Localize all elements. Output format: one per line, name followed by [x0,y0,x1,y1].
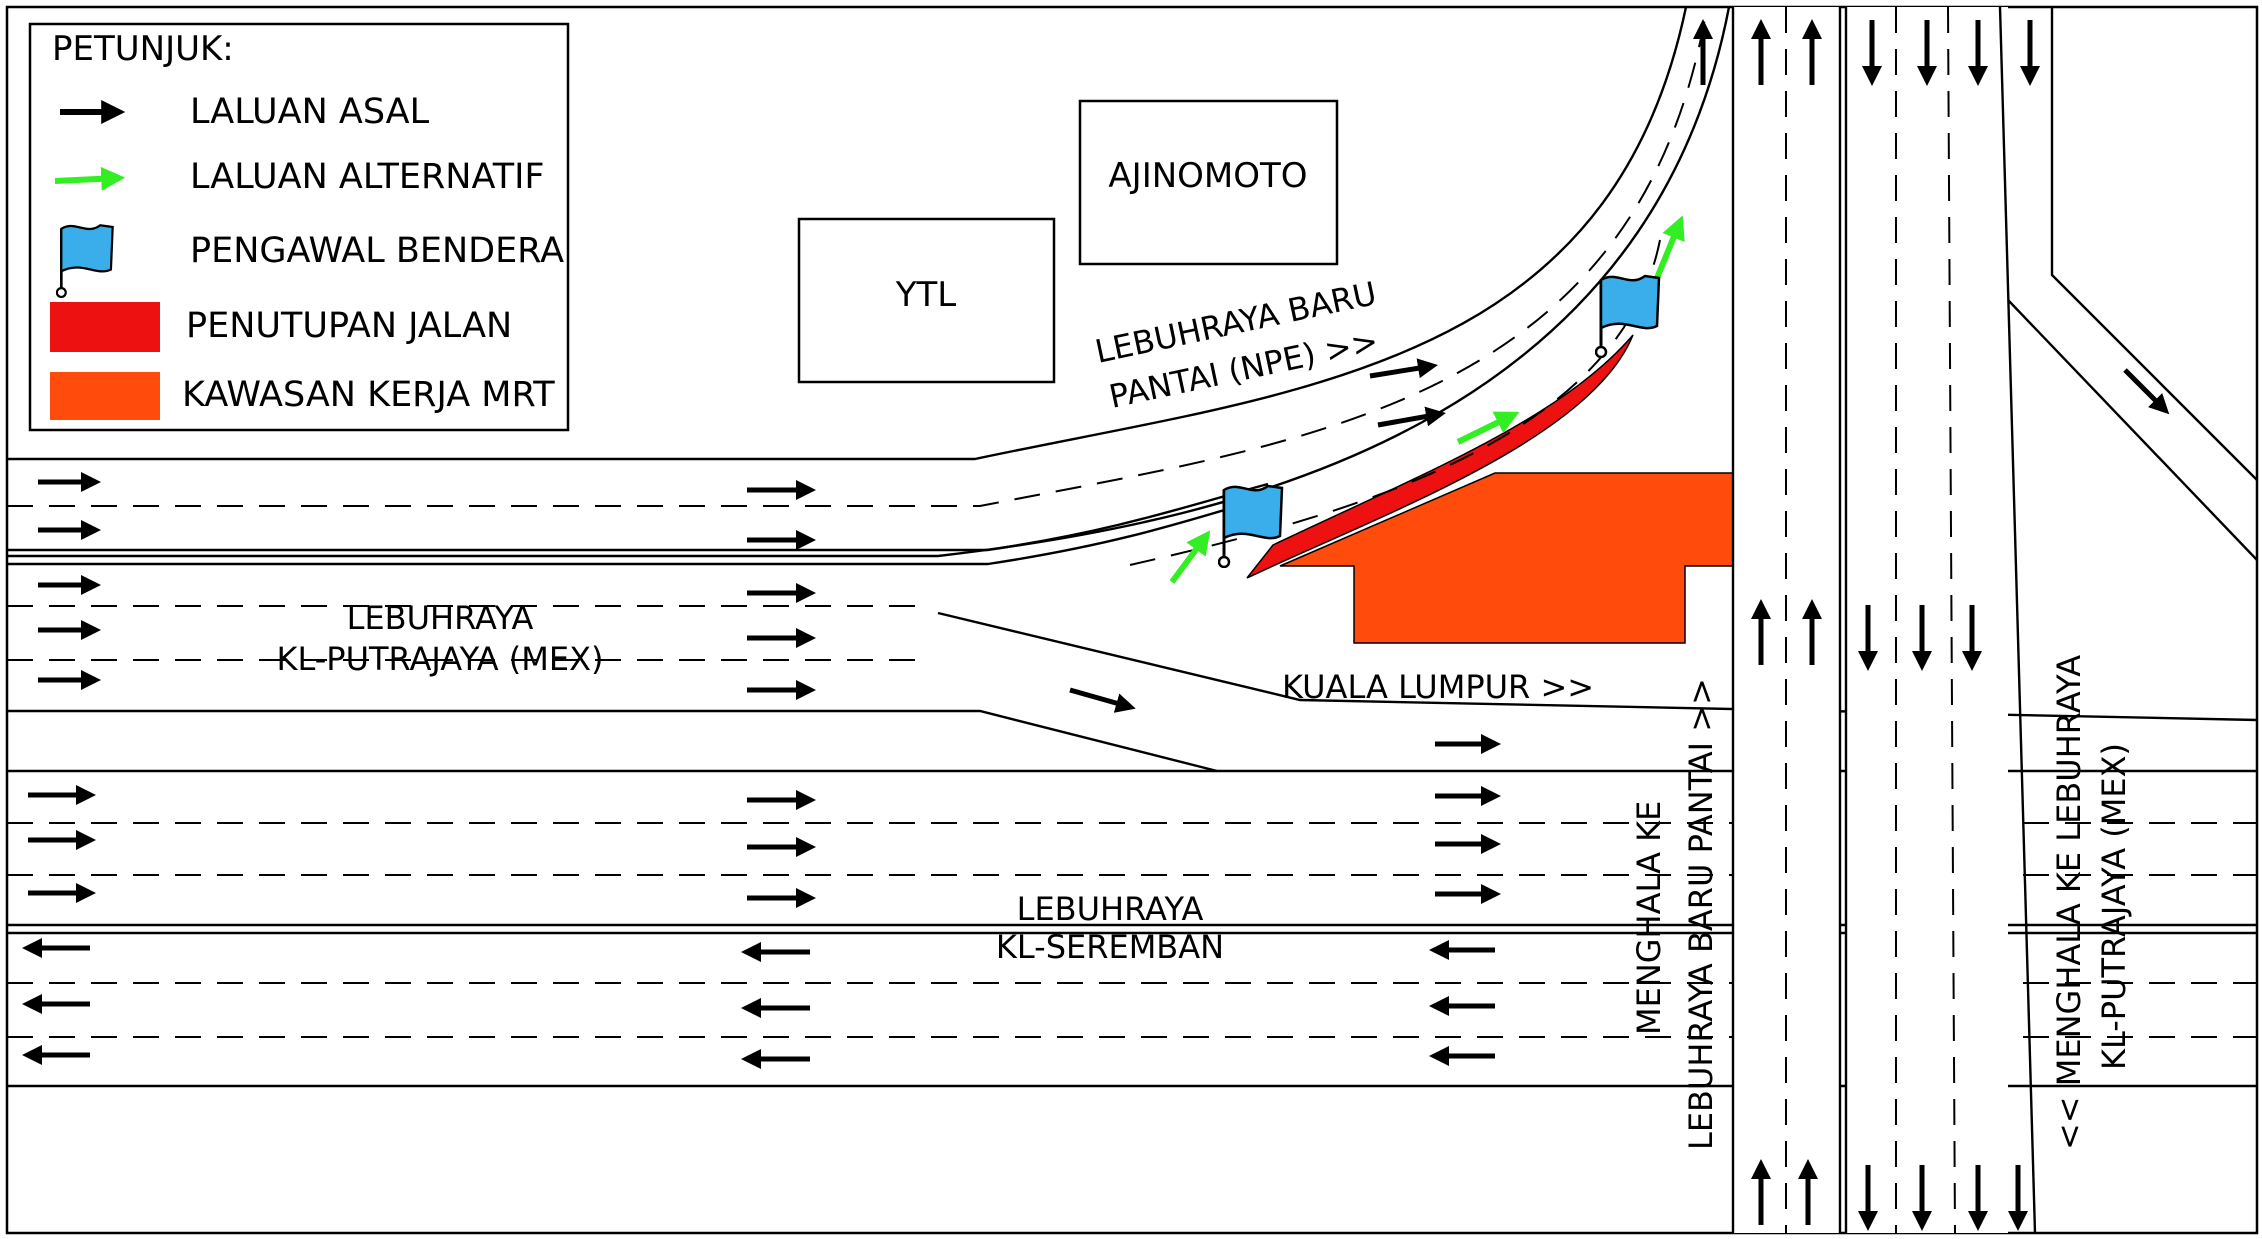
npe-road [7,6,1731,566]
legend-title: PETUNJUK: [52,29,234,69]
seremban-label-line2: KL-SEREMBAN [996,928,1224,966]
ajinomoto-label: AJINOMOTO [1108,156,1307,196]
seremban-label-line1: LEBUHRAYA [1017,890,1204,928]
mrt-work-zone [1279,472,1734,644]
building-ytl: YTL [797,217,1056,384]
legend-label-road-closure: PENUTUPAN JALAN [186,306,512,346]
legend-label-alternative-route: LALUAN ALTERNATIF [190,157,545,197]
vertical-roads [1731,6,2258,1234]
to-npe-label-line1: MENGHALA KE [1630,801,1668,1035]
kuala-lumpur-label: KUALA LUMPUR >> [1282,668,1594,706]
legend-label-original-route: LALUAN ASAL [190,92,430,132]
mex-label-line2: KL-PUTRAJAYA (MEX) [276,640,603,678]
to-mex-label-line2: KL-PUTRAJAYA (MEX) [2095,743,2133,1070]
red-swatch [50,302,160,352]
original-route-arrows [22,19,2170,1231]
orange-swatch [50,372,160,420]
legend-label-flag-marshal: PENGAWAL BENDERA [190,231,564,271]
to-npe-label-line2: LEBUHRAYA BARU PANTAI >> [1682,678,1720,1150]
legend: PETUNJUK: LALUAN ASAL LALUAN ALTERNATIF … [28,22,570,432]
building-ajinomoto: AJINOMOTO [1078,99,1339,266]
map-frame [5,5,2259,1235]
mex-label-line1: LEBUHRAYA [347,599,534,637]
ytl-label: YTL [895,275,957,315]
legend-label-mrt-work-zone: KAWASAN KERJA MRT [182,375,555,415]
alternative-route-arrows [1169,215,1685,584]
to-mex-label-line1: << MENGHALA KE LEBUHRAYA [2050,655,2088,1150]
green-arrow-icon [54,166,126,191]
